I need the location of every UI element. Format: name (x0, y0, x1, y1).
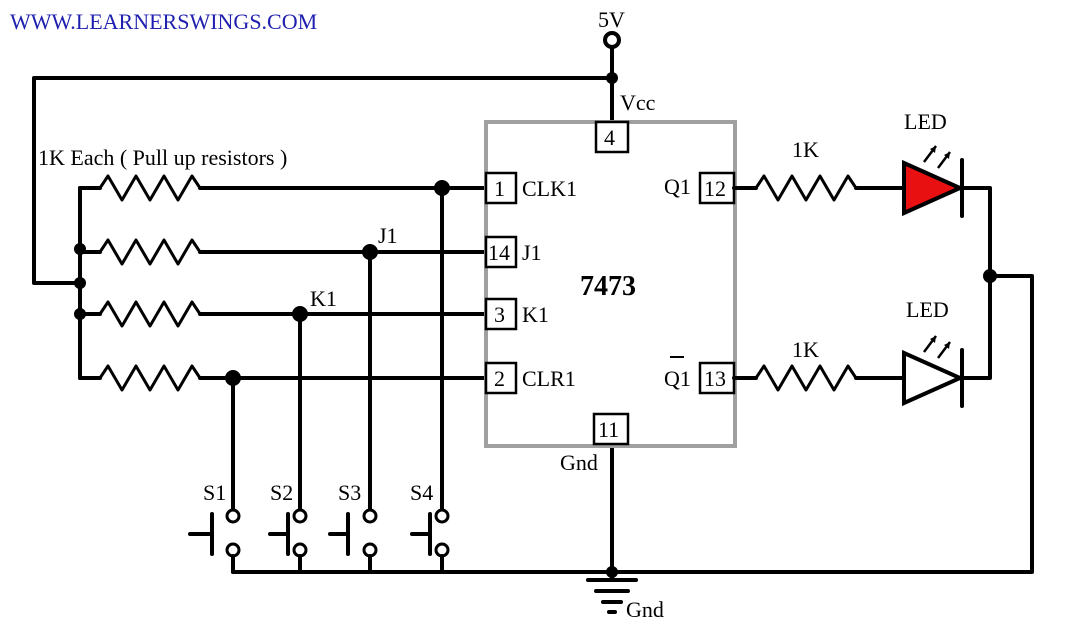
pin-box-4 (594, 120, 630, 154)
pin-box-14 (484, 235, 518, 269)
website-url: WWW.LEARNERSWINGS.COM (10, 9, 317, 34)
pullup-resistor-k (98, 300, 202, 328)
pin-box-12 (698, 171, 736, 205)
ground-symbol (586, 578, 638, 614)
pin-box-3 (484, 297, 518, 331)
pin-number-13: 13 (704, 366, 726, 391)
pin-name-clr1: CLR1 (522, 366, 576, 391)
pin-box-2 (484, 361, 518, 395)
pin-number-14: 14 (488, 240, 510, 265)
pullup-resistor-clr (98, 364, 202, 392)
pin-name-q1: Q1 (664, 174, 691, 199)
ic-part-number: 7473 (580, 271, 636, 302)
output-resistor-q1 (754, 174, 858, 202)
switch-s1 (188, 508, 241, 574)
switch-s2 (268, 508, 308, 574)
pin-name-q1-bar: Q1 (664, 366, 691, 391)
clr-wire-a (78, 312, 102, 380)
pullup-label: 1K Each ( Pull up resistors ) (38, 145, 287, 170)
output-resistor-label-q1: 1K (792, 137, 819, 162)
pin-box-1 (484, 171, 518, 205)
ic-7473-body (484, 120, 737, 448)
led-cathode-junction (983, 269, 997, 283)
led-red (902, 145, 965, 218)
pin-box-13 (698, 361, 736, 395)
pin-name-j1: J1 (522, 240, 542, 265)
pullup-resistor-clk (98, 174, 202, 202)
led-white-body (902, 349, 965, 407)
pin-number-2: 2 (494, 366, 505, 391)
supply-label: 5V (598, 7, 625, 32)
switch-s3 (328, 508, 378, 574)
bus-junction-vcc (74, 277, 86, 289)
vcc-pullup-feed (32, 76, 614, 285)
pin-number-12: 12 (704, 176, 726, 201)
led-label-white: LED (906, 297, 949, 322)
pin-box-11 (592, 412, 630, 446)
net-label-k1: K1 (310, 286, 337, 311)
output-resistor-label-q1-bar: 1K (792, 337, 819, 362)
led-white (902, 335, 965, 408)
pin-number-1: 1 (494, 176, 505, 201)
ic-gnd-label: Gnd (560, 450, 598, 475)
vcc-label: Vcc (620, 90, 656, 115)
switch-label-s4: S4 (410, 480, 433, 505)
pin-name-k1: K1 (522, 302, 549, 327)
pin-number-3: 3 (494, 302, 505, 327)
pin-number-11: 11 (598, 417, 619, 442)
net-label-j1: J1 (378, 223, 398, 248)
output-resistor-q1-bar (754, 364, 858, 392)
led-red-body (902, 159, 965, 217)
ground-label: Gnd (626, 597, 664, 622)
led-label-red: LED (904, 109, 947, 134)
supply-terminal (603, 31, 621, 49)
pin-number-4: 4 (604, 125, 615, 150)
switch-label-s2: S2 (270, 480, 293, 505)
gnd-junction (606, 566, 618, 578)
pin-name-clk1: CLK1 (522, 176, 577, 201)
switch-label-s3: S3 (338, 480, 361, 505)
switch-s4 (410, 508, 450, 574)
led-cathode-bus (960, 186, 992, 380)
pullup-resistor-j (98, 238, 202, 266)
switch-label-s1: S1 (203, 480, 226, 505)
ground-rail (231, 274, 1034, 574)
